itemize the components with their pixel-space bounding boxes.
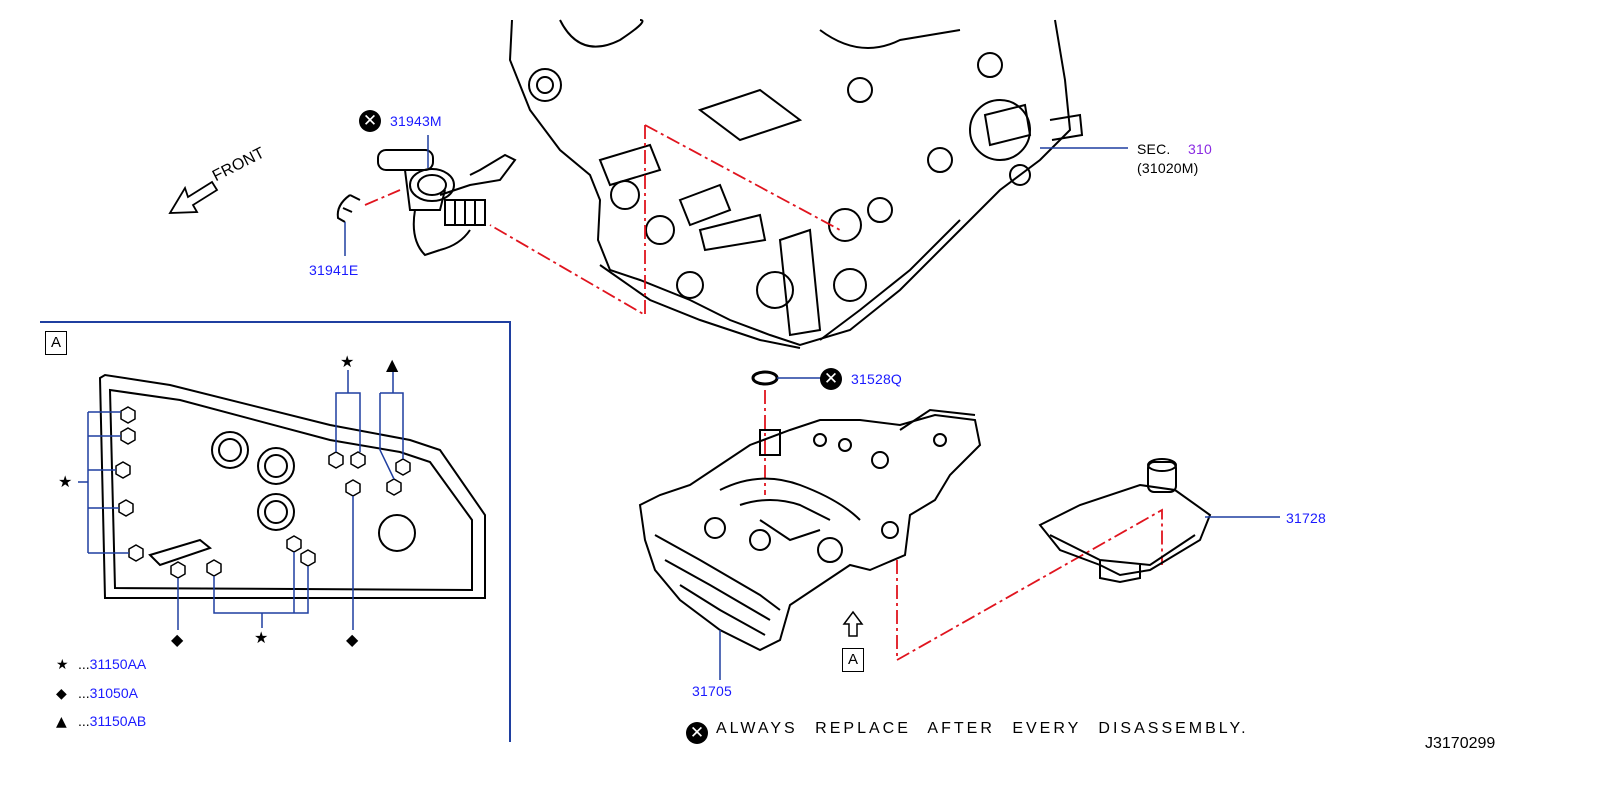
legend-item-triangle: ▲...31150AB bbox=[56, 713, 147, 730]
replace-note: ALWAYS REPLACE AFTER EVERY DISASSEMBLY. bbox=[716, 720, 1249, 737]
diamond-symbol-icon: ◆ bbox=[346, 630, 359, 649]
diagram-code: J3170299 bbox=[1425, 735, 1496, 752]
pressure-sensor-illustration bbox=[377, 149, 517, 257]
valve-body-illustration bbox=[638, 408, 982, 652]
star-symbol-icon: ★ bbox=[58, 472, 73, 491]
triangle-symbol-icon: ▲ bbox=[386, 355, 399, 374]
triangle-icon: ▲ bbox=[56, 714, 67, 730]
legend-part[interactable]: 31150AB bbox=[89, 713, 147, 729]
view-a-marker: A bbox=[842, 648, 864, 672]
view-arrow-icon bbox=[842, 610, 864, 637]
phantom-lines bbox=[364, 124, 1163, 662]
part-label-oring[interactable]: 31528Q bbox=[851, 371, 903, 387]
front-arrow-icon bbox=[168, 180, 219, 214]
diamond-symbol-icon: ◆ bbox=[171, 630, 184, 649]
legend-item-star: ★...31150AA bbox=[56, 656, 147, 673]
view-a-panel-label: A bbox=[45, 331, 67, 355]
replace-mark-icon: ✕ bbox=[820, 368, 842, 390]
clip-illustration bbox=[336, 194, 361, 223]
diamond-icon: ◆ bbox=[56, 686, 67, 702]
legend-item-diamond: ◆...31050A bbox=[56, 685, 138, 702]
transmission-case-illustration bbox=[508, 19, 1084, 349]
star-symbol-icon: ★ bbox=[340, 352, 355, 371]
leader-lines bbox=[344, 135, 1280, 680]
legend-part[interactable]: 31150AA bbox=[89, 656, 147, 672]
star-symbol-icon: ★ bbox=[254, 628, 269, 647]
section-number[interactable]: 310 bbox=[1188, 141, 1212, 157]
replace-mark-icon: ✕ bbox=[359, 110, 381, 132]
replace-mark-icon: ✕ bbox=[686, 722, 708, 744]
legend-part[interactable]: 31050A bbox=[89, 685, 138, 701]
part-label-valve-body[interactable]: 31705 bbox=[692, 683, 732, 699]
oil-strainer-illustration bbox=[1038, 458, 1212, 584]
bolt-leader-lines bbox=[78, 370, 404, 630]
section-label[interactable]: SEC. bbox=[1137, 141, 1171, 157]
star-icon: ★ bbox=[56, 657, 69, 673]
view-a-panel-frame bbox=[40, 321, 511, 742]
part-label-strainer[interactable]: 31728 bbox=[1286, 510, 1326, 526]
view-a-gasket-illustration bbox=[98, 373, 486, 599]
oring-illustration bbox=[751, 370, 779, 386]
part-label-sensor[interactable]: 31943M bbox=[390, 113, 442, 129]
part-label-clip[interactable]: 31941E bbox=[309, 262, 359, 278]
section-sub-label: (31020M) bbox=[1137, 160, 1199, 176]
